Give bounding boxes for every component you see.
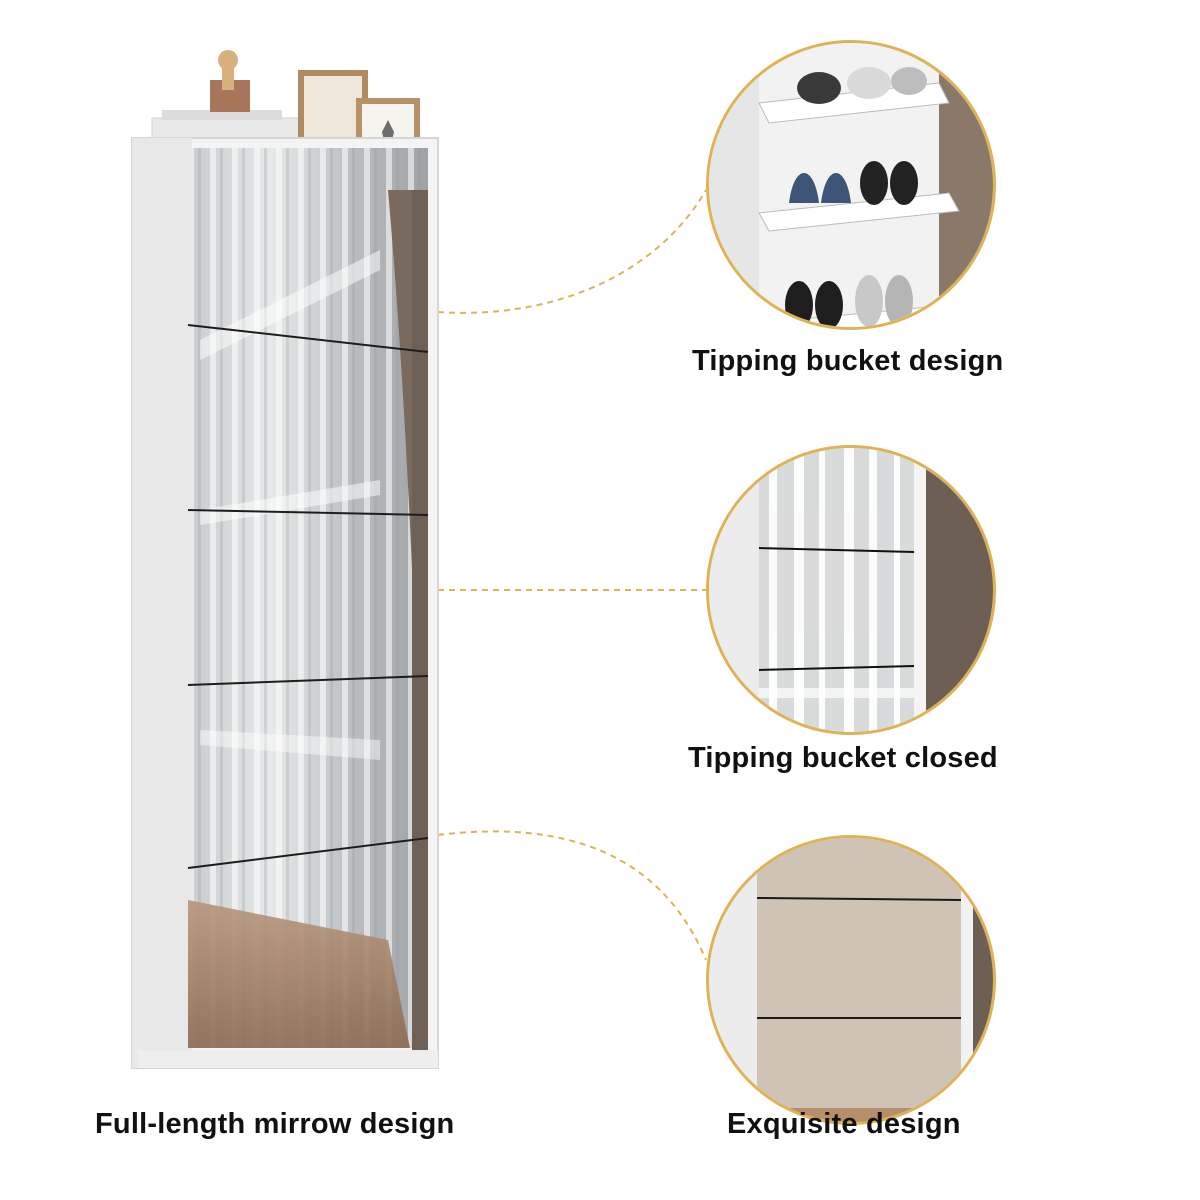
connector-line-1: [437, 189, 707, 314]
mirror-shoe-cabinet: [131, 50, 439, 1069]
detail-circle-tipping-closed: [706, 445, 996, 735]
caption-tipping-bucket-design: Tipping bucket design: [692, 345, 1004, 377]
caption-full-length-mirror: Full-length mirrow design: [95, 1108, 455, 1140]
tipping-closed-illustration: [709, 448, 993, 732]
connector-line-3: [437, 830, 707, 961]
mirror-panel: [187, 148, 429, 1050]
exquisite-illustration: [709, 838, 993, 1122]
tipping-open-illustration: [709, 43, 993, 327]
caption-exquisite-design: Exquisite design: [727, 1108, 961, 1140]
caption-tipping-bucket-closed: Tipping bucket closed: [688, 742, 998, 774]
detail-circle-exquisite: [706, 835, 996, 1125]
detail-circle-tipping-open: [706, 40, 996, 330]
